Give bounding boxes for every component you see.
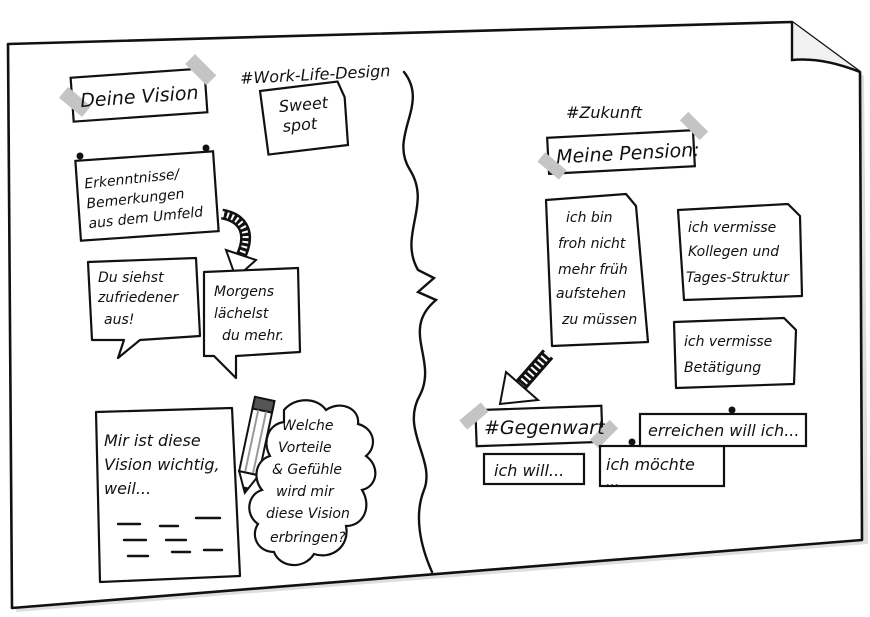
cloud-line-5: diese Vision [266, 506, 350, 522]
would-like-label: ich möchte [606, 455, 695, 474]
sweet-spot-note: Sweet spot [258, 80, 350, 156]
vision-title-card: Deine Vision [59, 54, 217, 123]
pencil-icon [237, 395, 276, 496]
cloud-line-4: wird mir [276, 484, 335, 500]
want-card: ich will... [482, 452, 586, 486]
bubble-two-line-2: lächelst [214, 306, 269, 322]
important-line-1-text: Mir ist diese [104, 431, 201, 450]
happy-line-5: zu müssen [561, 312, 637, 328]
speech-bubble-one: Du siehst zufriedener aus! [86, 256, 202, 360]
happy-line-1: ich bin [566, 210, 613, 226]
pin-icon [728, 406, 736, 414]
bubble-one-line-3: aus! [104, 312, 134, 328]
important-line-2: Vision wichtig, [104, 455, 220, 474]
colleagues-line-1: ich vermisse [688, 220, 776, 236]
important-line-3: weil... [104, 479, 151, 498]
bubble-one-line-2: zufriedener [97, 290, 179, 306]
present-title-card: #Gegenwart [459, 402, 619, 449]
tape [59, 86, 91, 118]
cloud-line-6: erbringen? [270, 530, 346, 546]
achieve-label: erreichen will ich... [648, 421, 799, 440]
tape [185, 54, 217, 86]
question-cloud: Welche Vorteile & Gefühle wird mir diese… [248, 399, 377, 567]
pin-icon [202, 144, 210, 152]
tape [459, 402, 489, 430]
achieve-card: erreichen will ich... [638, 406, 808, 448]
sweet-spot-line-2: spot [282, 114, 319, 136]
pin-icon [628, 438, 636, 446]
colleagues-line-2: Kollegen und [688, 244, 779, 260]
pension-title-card: Meine Pension: [537, 111, 709, 180]
happy-line-3: mehr früh [558, 262, 628, 278]
cloud-line-3: & Gefühle [272, 462, 342, 478]
pin-icon [76, 152, 84, 160]
tape [589, 419, 619, 449]
activity-line-1: ich vermisse [684, 334, 772, 350]
sweet-spot-line-1: Sweet [278, 93, 329, 116]
bubble-one-line-1: Du siehst [98, 270, 164, 286]
tape [537, 152, 567, 180]
happy-line-2: froh nicht [558, 236, 626, 252]
tape [679, 111, 709, 141]
note-miss-activity: ich vermisse Betätigung [672, 316, 798, 390]
future-hashtag: #Zukunft [566, 103, 643, 122]
wavy-divider [402, 70, 439, 574]
speech-bubble-two: Morgens lächelst du mehr. [202, 266, 302, 380]
would-like-card: ich möchte ... [598, 438, 726, 490]
happy-line-4: aufstehen [556, 286, 626, 302]
cloud-line-1: Welche [282, 418, 334, 434]
present-title: #Gegenwart [484, 417, 606, 439]
note-happy: ich bin froh nicht mehr früh aufstehen z… [544, 192, 650, 348]
bubble-two-line-1: Morgens [214, 284, 274, 300]
note-miss-colleagues: ich vermisse Kollegen und Tages-Struktur [676, 202, 804, 302]
bubble-two-line-3: du mehr. [222, 328, 284, 344]
insights-note: Erkenntnisse/ Bemerkungen aus dem Umfeld [74, 144, 220, 242]
would-like-dots: ... [606, 474, 619, 490]
down-arrow-icon [498, 349, 554, 406]
activity-line-2: Betätigung [684, 360, 761, 376]
want-label: ich will... [494, 461, 564, 480]
cloud-line-2: Vorteile [278, 440, 332, 456]
important-note: Mir ist diese Vision wichtig, weil... [94, 406, 242, 584]
scribble-lines [116, 516, 224, 558]
colleagues-line-3: Tages-Struktur [686, 270, 790, 286]
folded-corner [790, 22, 861, 74]
